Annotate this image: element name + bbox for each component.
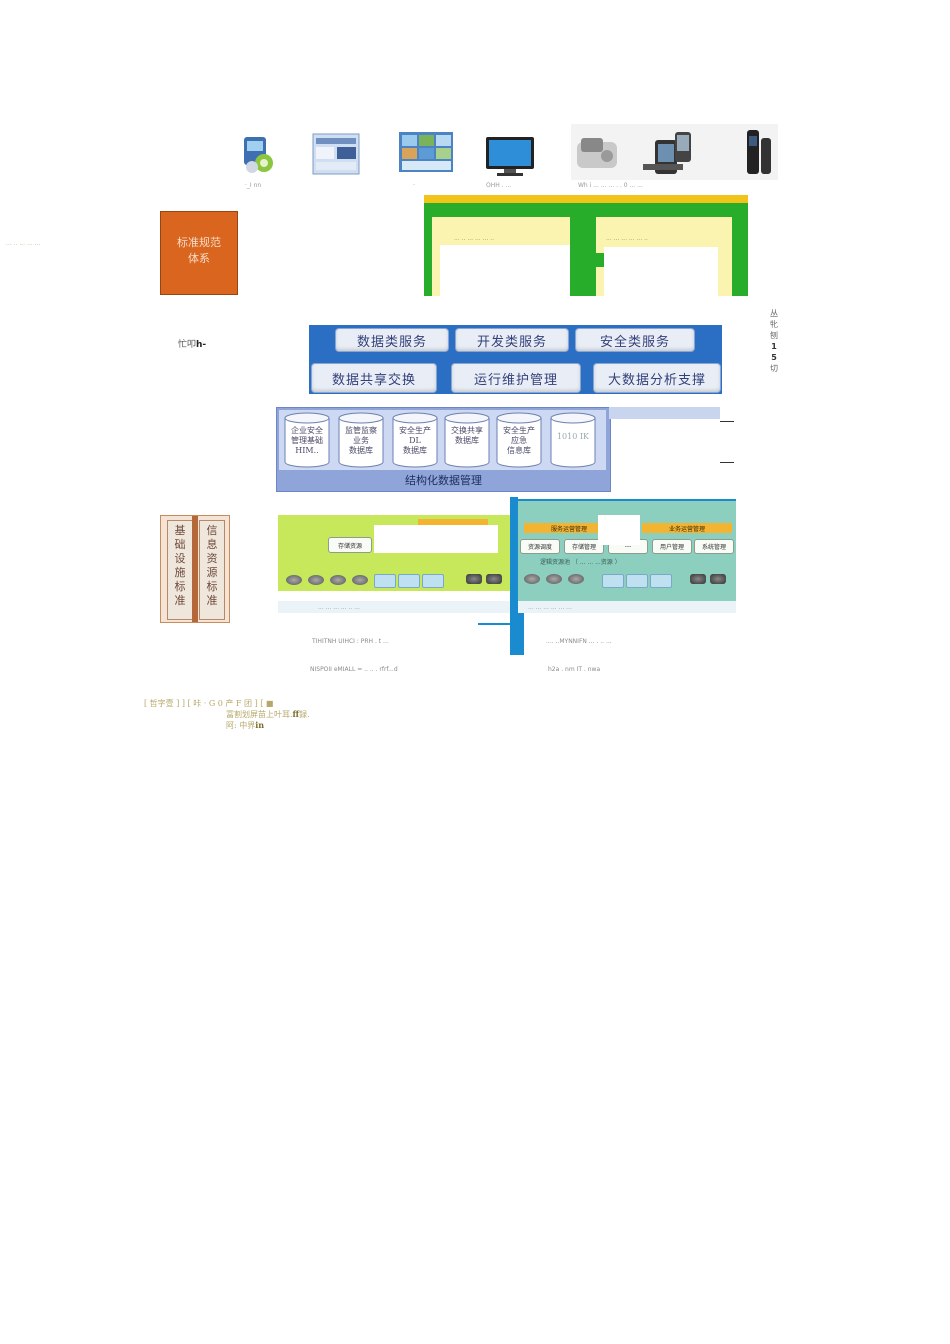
- database-icon: 监管监察业务数据库: [337, 412, 385, 468]
- device-caption: OHH . ...: [486, 182, 512, 189]
- infra-caption-left-1: TIHITNH UIHCI : PRH . t ...: [312, 638, 389, 645]
- app-panel-label-left: ... .. ... ... ... ..: [454, 235, 495, 242]
- infra-caption-left-2: NISPOII eMIALL = .. .. . rfrf...d: [310, 666, 398, 673]
- left-side-note: ... .. ... ... ...: [6, 240, 41, 247]
- infra-bottom-left: ... ... ... ... .. ...: [318, 604, 360, 611]
- web-screen-icon: [312, 132, 360, 178]
- service-dev: 开发类服务: [455, 328, 569, 352]
- computer-monitor-icon: [484, 135, 536, 179]
- service-bigdata: 大数据分析支撑: [593, 363, 721, 393]
- infra-bottom-right: ... ... ... ... ... ...: [528, 604, 572, 611]
- device-caption: Wh i ... ... ... . . 0 ... ...: [578, 182, 643, 189]
- application-panel: ... .. ... ... ... .. ... ... ... ... ..…: [424, 195, 748, 296]
- service-data: 数据类服务: [335, 328, 449, 352]
- footer-line-2: 冨割划屏苗上叶耳.ff録.: [226, 709, 310, 719]
- standards-box-line1: 标准规范: [177, 236, 221, 249]
- chip-resource-schedule: 资源调度: [520, 539, 560, 554]
- storage-resource-chip: 存储资源: [328, 537, 372, 553]
- app-panel-label-right: ... ... ... ... ... ..: [606, 235, 648, 242]
- services-panel: 数据类服务 开发类服务 安全类服务 数据共享交换 运行维护管理 大数据分析支撑: [309, 325, 722, 394]
- database-icon: 交换共享数据库: [443, 412, 491, 468]
- infra-caption-right-2: h2a . nm IT . nwa: [548, 666, 601, 673]
- business-ops-header: 业务运营管理: [642, 523, 732, 533]
- database-icon: 安全生产应急信息库: [495, 412, 543, 468]
- software-icon: [240, 133, 280, 175]
- right-side-label: 丛 牝 刨 1 5 切: [770, 309, 778, 373]
- footer-line-1: [ 哲字壹 ] ] [ 咔 · G 0 产 F 团 ] [ ■: [144, 699, 274, 708]
- footer-line-3: 阿: 中界in: [226, 720, 265, 730]
- infra-caption-right-1: .... ..MYNNIFN ... . .. ...: [546, 638, 612, 645]
- service-security: 安全类服务: [575, 328, 695, 352]
- information-resource-standard: 信息资 源标准: [206, 524, 218, 607]
- monitor-wall-icon: [398, 131, 454, 175]
- infrastructure-panel: ... ... 存储资源 服务运营管理 业务运营管理 资源调度 存储管理 ---…: [278, 497, 736, 655]
- service-data-exchange: 数据共享交换: [311, 363, 437, 393]
- mid-left-label: 忙叩h-: [178, 340, 207, 350]
- database-icon: 1010 IK: [549, 412, 597, 468]
- device-caption: ·_I nn: [245, 182, 262, 189]
- service-ops: 运行维护管理: [451, 363, 581, 393]
- standards-system-box: 标准规范 体系: [160, 211, 238, 295]
- resource-pool-label: 逻辑资源池 （ ... ... ...资源 ）: [540, 559, 621, 566]
- basic-standards-box: 基础设 施标准 信息资 源标准: [160, 515, 230, 623]
- chip-system-manage: 系统管理: [694, 539, 734, 554]
- mobile-terminals-icon: [571, 124, 778, 180]
- standards-box-line2: 体系: [188, 252, 210, 265]
- chip-storage-manage: 存储管理: [564, 539, 604, 554]
- chip-user-manage: 用户管理: [652, 539, 692, 554]
- infra-left-header: ... ...: [418, 519, 488, 529]
- structured-data-title: 结构化数据管理: [405, 474, 482, 487]
- device-caption: ·: [413, 182, 415, 189]
- service-ops-header: 服务运营管理: [524, 523, 614, 533]
- infrastructure-standard: 基础设 施标准: [174, 524, 186, 607]
